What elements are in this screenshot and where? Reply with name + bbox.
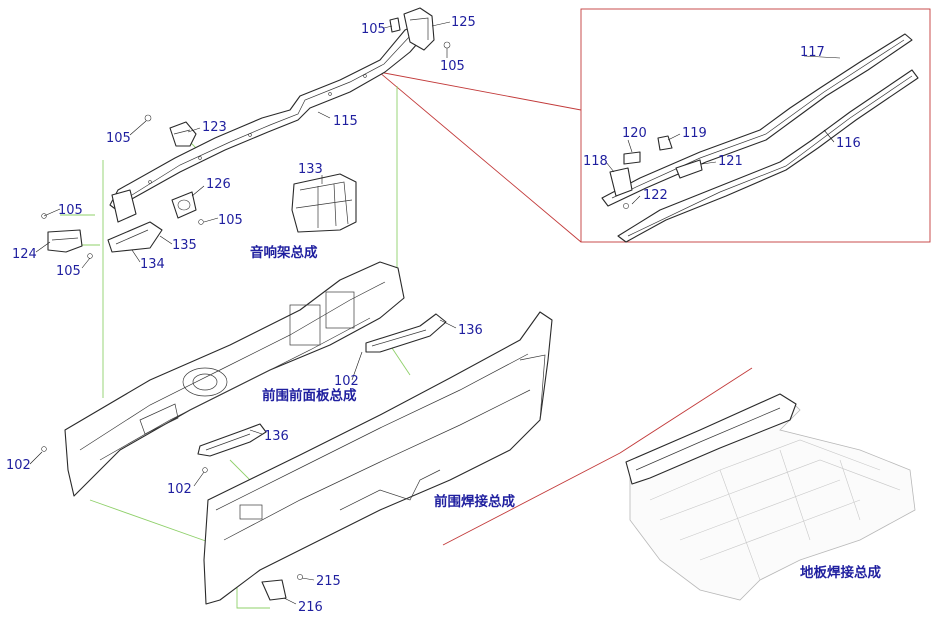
clip-123 — [144, 114, 197, 147]
front-wall-weld-assembly — [203, 311, 553, 605]
bracket-134-135 — [107, 189, 163, 253]
bracket-216 — [261, 579, 287, 601]
callout-116: 116 — [836, 136, 861, 151]
callout-102: 102 — [6, 458, 31, 473]
front-wall-front-panel — [41, 261, 405, 497]
callout-122: 122 — [643, 188, 668, 203]
bracket-124 — [41, 213, 93, 259]
callout-105: 105 — [361, 22, 386, 37]
inset-detail-frame — [580, 8, 931, 243]
inset-small-parts — [609, 135, 703, 209]
callout-134: 134 — [140, 257, 165, 272]
label-floor-weld-assembly: 地板焊接总成 — [800, 564, 881, 581]
callout-105: 105 — [440, 59, 465, 74]
callout-124: 124 — [12, 247, 37, 262]
plate-136-upper — [365, 313, 447, 353]
callout-120: 120 — [622, 126, 647, 141]
callout-136: 136 — [264, 429, 289, 444]
assembly-labels: 音响架总成 前围前面板总成 前围焊接总成 地板焊接总成 — [250, 244, 881, 581]
callout-102: 102 — [334, 374, 359, 389]
inset-connector-upper — [378, 71, 582, 111]
callout-105: 105 — [106, 131, 131, 146]
label-speaker-bracket-assembly: 音响架总成 — [250, 244, 318, 261]
floor-weld-assembly — [625, 393, 916, 601]
label-front-wall-front-panel-assembly: 前围前面板总成 — [262, 387, 357, 404]
callout-133: 133 — [298, 162, 323, 177]
callout-105: 105 — [56, 264, 81, 279]
callout-105: 105 — [58, 203, 83, 218]
callout-216: 216 — [298, 600, 323, 615]
mount-126 — [171, 191, 204, 225]
callout-126: 126 — [206, 177, 231, 192]
callout-118: 118 — [583, 154, 608, 169]
rail-115 — [109, 23, 425, 215]
leader-lines — [29, 21, 841, 605]
callout-105: 105 — [218, 213, 243, 228]
floor-inset-connector — [442, 367, 753, 546]
callout-labels: 105 125 105 115 105 123 133 126 105 105 … — [6, 15, 861, 615]
bracket-125 — [403, 7, 435, 51]
callout-117: 117 — [800, 45, 825, 60]
callout-135: 135 — [172, 238, 197, 253]
callout-102: 102 — [167, 482, 192, 497]
plate-136-lower — [197, 423, 267, 473]
speaker-bracket-133 — [291, 173, 357, 233]
callout-115: 115 — [333, 114, 358, 129]
callout-121: 121 — [718, 154, 743, 169]
callout-215: 215 — [316, 574, 341, 589]
label-front-wall-weld-assembly: 前围焊接总成 — [434, 493, 515, 510]
callout-123: 123 — [202, 120, 227, 135]
inset-connector-lower — [378, 71, 582, 243]
inset-rail-116 — [617, 69, 919, 243]
callout-119: 119 — [682, 126, 707, 141]
callout-136: 136 — [458, 323, 483, 338]
callout-125: 125 — [451, 15, 476, 30]
assembly-guide-lines — [60, 86, 411, 609]
